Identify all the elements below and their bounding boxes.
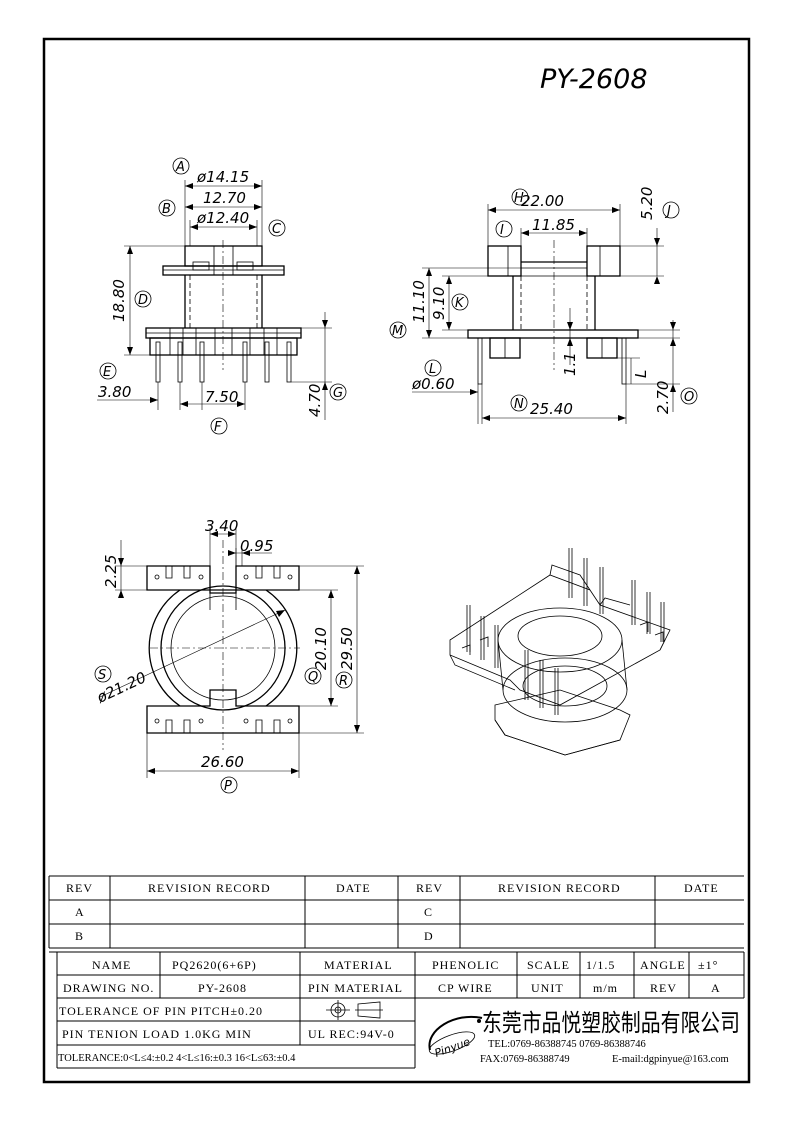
label-M: M bbox=[392, 324, 403, 339]
dim-pin-pitch: 7.50 bbox=[205, 388, 238, 406]
label-P: P bbox=[224, 779, 232, 794]
pin-tension-load: PIN TENION LOAD 1.0KG MIN bbox=[62, 1027, 252, 1041]
label-G: G bbox=[333, 386, 343, 401]
label-N: N bbox=[514, 397, 524, 412]
rev-header-2: REV bbox=[416, 881, 443, 895]
label-C: C bbox=[272, 222, 282, 237]
dim-pin-len: 2.70 bbox=[654, 381, 672, 414]
revision-table: REV REVISION RECORD DATE REV REVISION RE… bbox=[48, 875, 744, 949]
dim-width: 12.70 bbox=[203, 189, 246, 207]
pin-pitch-tolerance: TOLERANCE OF PIN PITCH±0.20 bbox=[59, 1004, 263, 1018]
name-value: PQ2620(6+6P) bbox=[172, 958, 257, 972]
scale-label: SCALE bbox=[527, 958, 570, 972]
rev-B: B bbox=[75, 929, 84, 943]
material-value: PHENOLIC bbox=[432, 958, 499, 972]
rev-D: D bbox=[424, 929, 434, 943]
company-name: 东莞市品悦塑胶制品有限公司 bbox=[482, 1009, 740, 1037]
date-header-1: DATE bbox=[336, 881, 371, 895]
dim-top-h: 5.20 bbox=[638, 187, 656, 220]
top-view: 3.40 0.95 2.25 ø21.20 20.10 29.50 26.60 … bbox=[93, 517, 364, 794]
projection-symbol bbox=[326, 1000, 383, 1020]
revision-record-header-1: REVISION RECORD bbox=[148, 881, 271, 895]
tolerance-text: TOLERANCE:0<L≤4:±0.2 4<L≤16:±0.3 16<L≤63… bbox=[58, 1053, 296, 1064]
angle-label: ANGLE bbox=[640, 958, 686, 972]
dim-height: 18.80 bbox=[110, 279, 128, 322]
logo-text: Pinyue bbox=[433, 1035, 472, 1060]
ul-rec: UL REC:94V-0 bbox=[308, 1027, 395, 1041]
label-J: J bbox=[664, 204, 671, 219]
dim-width-p: 26.60 bbox=[201, 753, 244, 771]
dim-pin-length: 4.70 bbox=[306, 384, 324, 417]
label-A: A bbox=[175, 160, 185, 175]
label-O: O bbox=[684, 390, 694, 405]
drawing-no-label: DRAWING NO. bbox=[63, 981, 154, 995]
dim-tab-h: 2.25 bbox=[102, 555, 120, 588]
label-I: I bbox=[500, 223, 504, 238]
dim-dia-outer: ø14.15 bbox=[196, 168, 249, 186]
sheet-border bbox=[42, 37, 751, 1084]
dim-flange: 1.1 bbox=[561, 352, 579, 376]
dim-pin-dia: ø0.60 bbox=[411, 375, 455, 393]
drawing-no-value: PY-2608 bbox=[198, 981, 247, 995]
date-header-2: DATE bbox=[684, 881, 719, 895]
label-B: B bbox=[162, 202, 171, 217]
isometric-view bbox=[449, 548, 671, 756]
dim-inner-h2: 20.10 bbox=[312, 627, 330, 670]
label-H: H bbox=[514, 191, 524, 206]
dim-gap: 11.85 bbox=[532, 216, 575, 234]
dim-outer-h: 11.10 bbox=[410, 280, 428, 323]
pin-material-value: CP WIRE bbox=[438, 981, 493, 995]
rev-A: A bbox=[75, 905, 85, 919]
scale-value: 1/1.5 bbox=[586, 958, 615, 972]
side-view: ø14.15 12.70 ø12.40 18.80 3.80 7.50 4.70… bbox=[97, 157, 347, 435]
dim-inner-h: 9.10 bbox=[430, 287, 448, 320]
dim-slot-w: 3.40 bbox=[205, 517, 238, 535]
company-logo: Pinyue bbox=[428, 1015, 483, 1060]
label-E: E bbox=[103, 365, 112, 380]
rev-label: REV bbox=[650, 981, 677, 995]
rev-value: A bbox=[711, 981, 721, 995]
label-K: K bbox=[455, 296, 465, 311]
label-R: R bbox=[339, 674, 348, 689]
rev-C: C bbox=[424, 905, 433, 919]
revision-record-header-2: REVISION RECORD bbox=[498, 881, 621, 895]
company-email: E-mail:dgpinyue@163.com bbox=[612, 1054, 729, 1065]
angle-value: ±1° bbox=[698, 958, 718, 972]
dim-width-h: 22.00 bbox=[521, 192, 564, 210]
dim-dia-inner: ø12.40 bbox=[196, 209, 249, 227]
dim-base-w: 25.40 bbox=[530, 400, 573, 418]
part-number: PY-2608 bbox=[540, 64, 648, 95]
label-F: F bbox=[214, 420, 222, 435]
front-view: 22.00 11.85 5.20 11.10 9.10 1.1 L 2.70 ø… bbox=[389, 187, 698, 424]
dim-slot-gap: 0.95 bbox=[240, 537, 273, 555]
unit-label: UNIT bbox=[531, 981, 564, 995]
rev-header-1: REV bbox=[66, 881, 93, 895]
unit-value: m/m bbox=[593, 981, 618, 995]
dim-pin-offset: 3.80 bbox=[98, 383, 131, 401]
label-S: S bbox=[98, 668, 106, 683]
dim-L: L bbox=[632, 370, 650, 378]
company-fax: FAX:0769-86388749 bbox=[480, 1054, 570, 1065]
label-D: D bbox=[138, 293, 148, 308]
company-tel: TEL:0769-86388745 0769-86388746 bbox=[488, 1039, 646, 1050]
name-label: NAME bbox=[92, 958, 131, 972]
dim-outer-h2: 29.50 bbox=[338, 627, 356, 670]
label-Q: Q bbox=[308, 670, 318, 685]
material-label: MATERIAL bbox=[324, 958, 393, 972]
label-L: L bbox=[429, 362, 436, 377]
pin-material-label: PIN MATERIAL bbox=[308, 981, 403, 995]
title-block: NAME PQ2620(6+6P) MATERIAL PHENOLIC SCAL… bbox=[49, 951, 745, 1069]
